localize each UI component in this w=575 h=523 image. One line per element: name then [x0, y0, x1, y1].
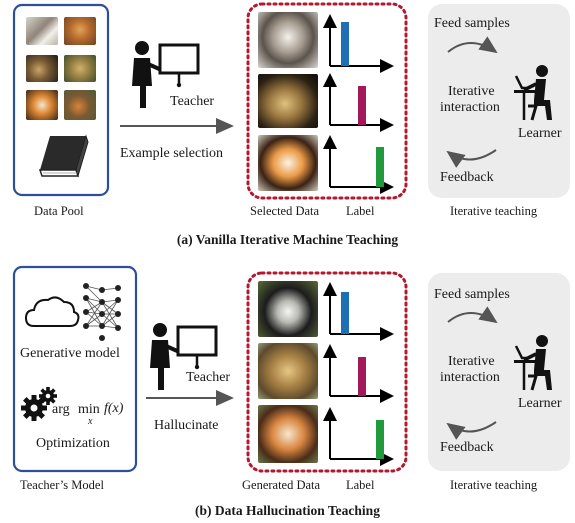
generative-model-label: Generative model	[20, 346, 120, 361]
feedback-label: Feedback	[440, 440, 494, 455]
label-column-label: Label	[346, 478, 375, 492]
pool-photo-tiger-1	[26, 90, 58, 120]
formula-min: min	[78, 402, 100, 417]
pool-photo-tiger-2	[64, 90, 96, 120]
iterative-teaching-label: Iterative teaching	[450, 204, 538, 218]
example-selection-label: Example selection	[120, 146, 224, 161]
neural-network-icon	[83, 283, 121, 341]
pool-photo-leopard-2	[64, 55, 96, 82]
learner-label: Learner	[518, 126, 562, 141]
gears-icon	[21, 387, 57, 421]
teacher-label: Teacher	[186, 370, 231, 385]
feed-samples-label: Feed samples	[434, 16, 510, 31]
data-pool-label: Data Pool	[34, 204, 84, 218]
pool-photo-kitten-1	[26, 17, 58, 45]
label-bar-blue	[341, 22, 349, 66]
label-chart-2	[323, 344, 394, 403]
selected-photo-leopard	[258, 74, 318, 128]
teacher-model-box	[12, 265, 138, 473]
feedback-arrow	[446, 421, 497, 440]
selected-photo-kitten	[258, 12, 318, 68]
learner-icon	[514, 335, 552, 391]
label-column-label: Label	[346, 204, 375, 218]
label-chart-2	[323, 73, 394, 132]
teacher-icon	[150, 323, 218, 390]
optimization-label: Optimization	[36, 436, 110, 451]
generated-photo-cat	[258, 281, 318, 337]
book-icon	[38, 134, 89, 178]
feedback-label: Feedback	[440, 170, 494, 185]
feed-arrow	[447, 306, 498, 324]
selected-photo-tiger	[258, 135, 318, 191]
feed-samples-label: Feed samples	[434, 287, 510, 302]
label-bar-magenta	[358, 357, 366, 396]
generated-data-label: Generated Data	[242, 478, 321, 492]
label-bar-blue	[341, 292, 349, 334]
cloud-icon	[24, 296, 80, 327]
data-pool-box	[12, 3, 110, 197]
label-bar-magenta	[358, 86, 366, 125]
label-bar-green	[376, 420, 384, 459]
iterative-interaction-line1: Iterative	[448, 84, 495, 99]
generated-data-box	[246, 271, 408, 473]
label-chart-1	[323, 282, 394, 341]
label-chart-3	[323, 407, 394, 466]
iterative-interaction-line2: interaction	[440, 370, 500, 385]
label-bar-green	[376, 147, 384, 187]
hallucinate-label: Hallucinate	[154, 418, 219, 433]
generated-photo-tiger	[258, 405, 318, 463]
formula-subscript: x	[88, 416, 93, 427]
teacher-icon	[132, 41, 200, 108]
feedback-arrow	[446, 149, 497, 168]
iterative-teaching-box	[428, 273, 570, 471]
caption-a: (a) Vanilla Iterative Machine Teaching	[176, 232, 399, 247]
iterative-teaching-box	[428, 4, 570, 198]
formula-fx: f(x)	[104, 401, 124, 416]
iterative-interaction-line2: interaction	[440, 100, 500, 115]
selected-data-box	[246, 2, 408, 200]
pool-photo-kitten-2	[64, 17, 96, 45]
label-chart-3	[323, 135, 394, 194]
feed-arrow	[447, 36, 498, 54]
label-chart-1	[323, 14, 394, 73]
learner-icon	[514, 65, 552, 121]
learner-label: Learner	[518, 396, 562, 411]
teacher-model-label: Teacher’s Model	[20, 478, 104, 492]
caption-b: (b) Data Hallucination Teaching	[195, 503, 380, 518]
iterative-teaching-label: Iterative teaching	[450, 478, 538, 492]
iterative-interaction-line1: Iterative	[448, 354, 495, 369]
formula-arg: arg	[52, 402, 70, 417]
pool-photo-leopard-1	[26, 55, 58, 82]
selected-data-label: Selected Data	[250, 204, 320, 218]
generated-photo-leopard	[258, 343, 318, 399]
teacher-label: Teacher	[170, 94, 215, 109]
